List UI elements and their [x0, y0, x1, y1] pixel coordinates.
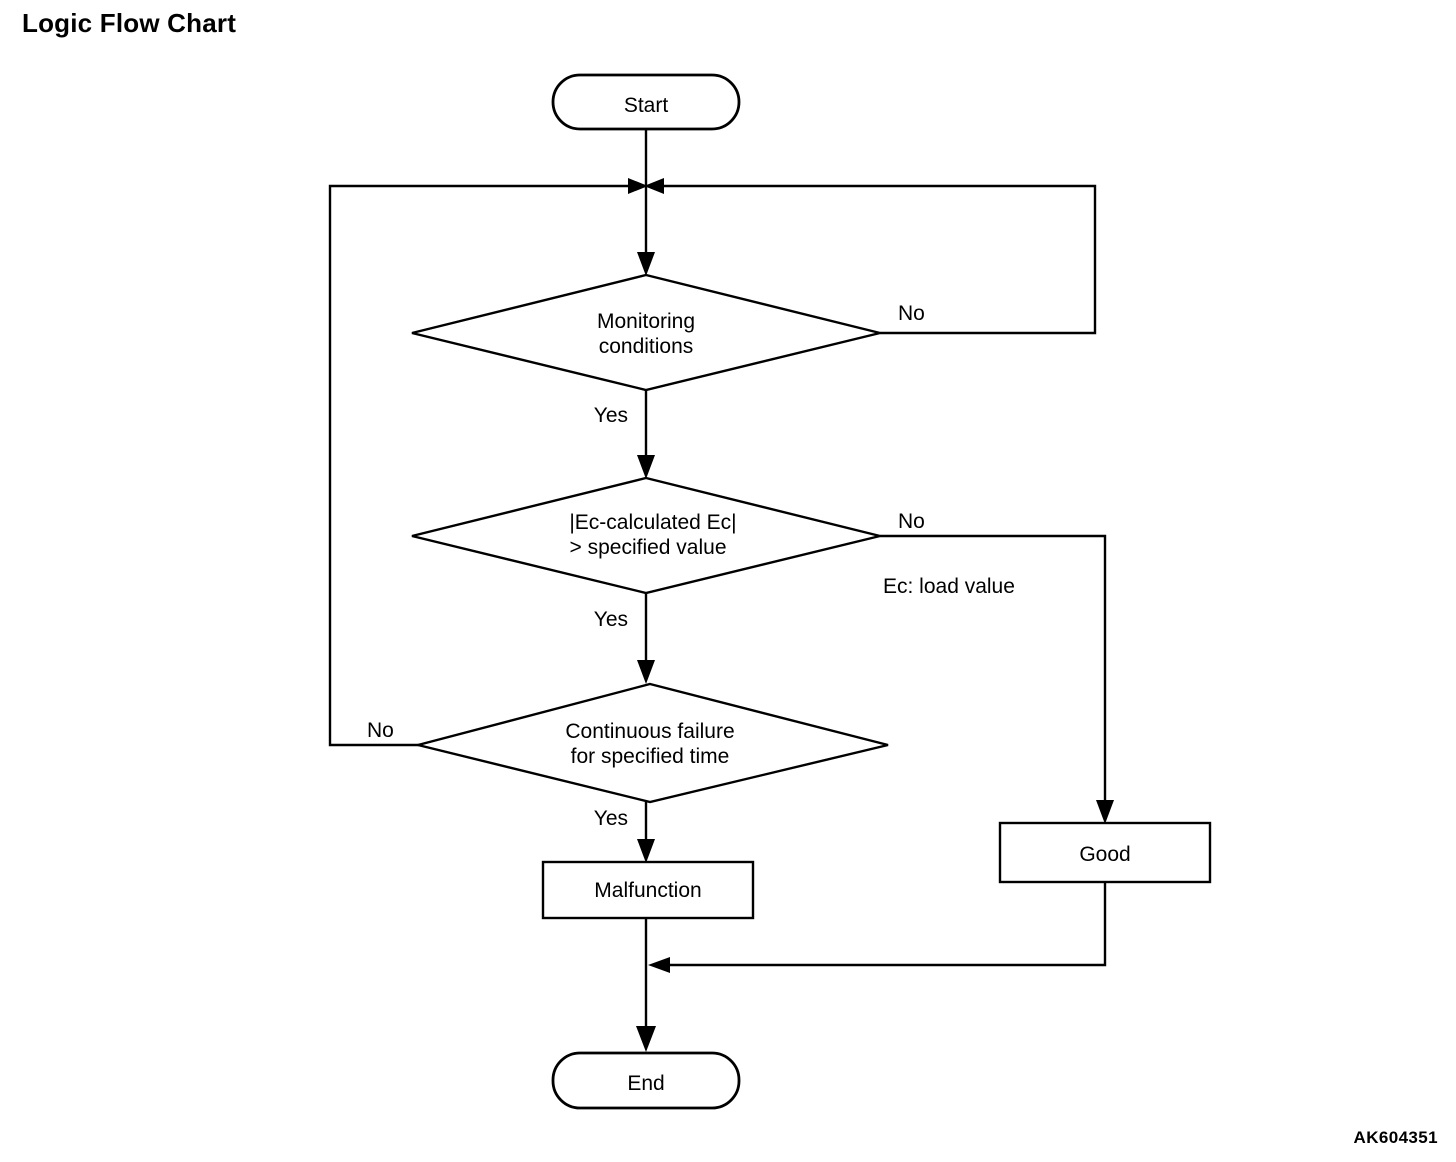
- node-start-label: Start: [624, 94, 669, 117]
- node-continuous-label-line1: Continuous failure: [565, 720, 734, 743]
- connector-monitoring-no-loop: [652, 184, 1097, 335]
- edge-label-monitoring-yes: Yes: [594, 404, 628, 427]
- edge-label-continuous-yes: Yes: [594, 807, 628, 830]
- annotation-ec-load-value: Ec: load value: [883, 575, 1015, 598]
- arrowhead-into-monitoring: [637, 252, 655, 276]
- figure-code: AK604351: [1353, 1128, 1438, 1147]
- arrowhead-good-join-spine: [648, 957, 670, 973]
- arrowhead-loop-right-into-junction: [644, 178, 664, 194]
- node-malfunction: [541, 860, 755, 920]
- page-title: Logic Flow Chart: [22, 8, 237, 38]
- arrowhead-loop-left-into-junction: [628, 178, 648, 194]
- node-end: [551, 1051, 741, 1110]
- node-continuous-label-line2: for specified time: [571, 745, 730, 768]
- node-continuous-failure: [417, 682, 889, 804]
- connector-continuous-no-loop: [328, 184, 640, 747]
- arrowhead-into-malfunction: [637, 839, 655, 863]
- arrowhead-into-good: [1096, 800, 1114, 824]
- edge-label-ec-no: No: [898, 510, 925, 533]
- node-monitoring-label-line1: Monitoring: [597, 310, 695, 333]
- arrowhead-into-continuous: [637, 660, 655, 684]
- node-ec-compare: [411, 476, 881, 595]
- node-start: [551, 73, 741, 131]
- edge-label-continuous-no: No: [367, 719, 394, 742]
- node-end-label: End: [627, 1072, 664, 1095]
- edge-label-ec-yes: Yes: [594, 608, 628, 631]
- arrowhead-into-ec-compare: [637, 455, 655, 479]
- node-good: [998, 821, 1212, 884]
- node-monitoring-label-line2: conditions: [599, 335, 694, 358]
- node-good-label: Good: [1079, 843, 1130, 866]
- node-malfunction-label: Malfunction: [594, 879, 701, 902]
- node-ec-compare-label-line1: |Ec-calculated Ec|: [569, 511, 736, 534]
- connector-good-to-end-spine: [652, 882, 1107, 967]
- node-ec-compare-label-line2: > specified value: [569, 536, 726, 559]
- edge-label-monitoring-no: No: [898, 302, 925, 325]
- connector-ec-no-to-good: [880, 534, 1107, 819]
- arrowhead-into-end: [636, 1026, 656, 1052]
- node-monitoring-conditions: [411, 273, 881, 392]
